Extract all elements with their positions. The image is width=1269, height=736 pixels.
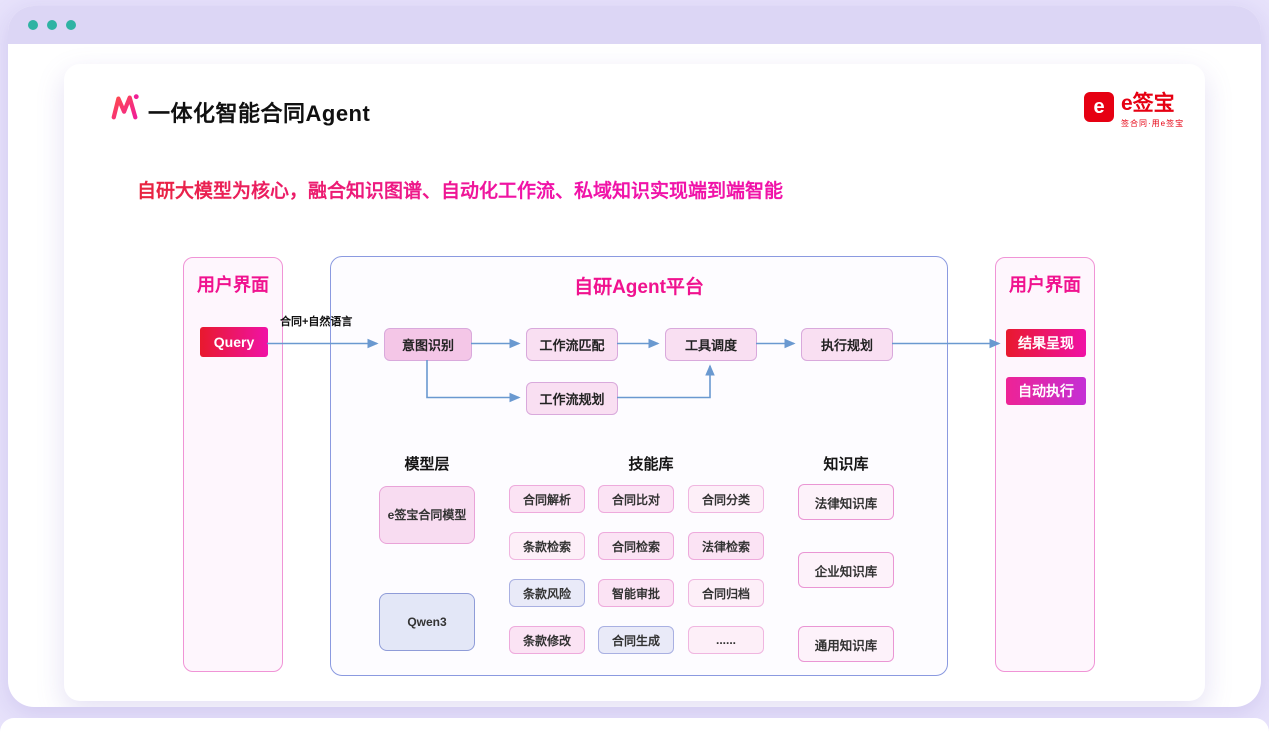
agent-platform-panel: 自研Agent平台 意图识别 工作流匹配 工具调度 执行规划 工作流规划 模型层… [330, 256, 948, 676]
brand-tagline: 签合同·用e签宝 [1121, 119, 1185, 129]
flow-node-intent-recognition: 意图识别 [384, 328, 472, 361]
skill-node: 条款风险 [509, 579, 585, 607]
model-node-esign-contract-model: e签宝合同模型 [379, 486, 475, 544]
flow-node-workflow-match: 工作流匹配 [526, 328, 618, 361]
right-user-interface-panel: 用户界面 结果呈现 自动执行 [995, 257, 1095, 672]
esign-logo-icon: e [1084, 92, 1114, 122]
skill-node: 条款修改 [509, 626, 585, 654]
section-title-model-layer: 模型层 [404, 456, 450, 473]
arrow-label-contract-natural-language: 合同+自然语言 [280, 316, 353, 328]
brand-name: e签宝 [1121, 92, 1175, 115]
background-card-edge [0, 718, 1269, 736]
result-node: 结果呈现 [1006, 329, 1086, 357]
knowledge-node-enterprise: 企业知识库 [798, 552, 894, 588]
skill-node: 合同检索 [598, 532, 674, 560]
slide-subtitle: 自研大模型为核心，融合知识图谱、自动化工作流、私域知识实现端到端智能 [137, 176, 783, 203]
skill-node: 合同生成 [598, 626, 674, 654]
section-title-skill-library: 技能库 [628, 456, 674, 473]
window-control-dot[interactable] [47, 20, 57, 30]
page-title: 一体化智能合同Agent [148, 101, 371, 126]
auto-execute-node: 自动执行 [1006, 377, 1086, 405]
skill-node: 条款检索 [509, 532, 585, 560]
skill-node: 合同解析 [509, 485, 585, 513]
flow-node-workflow-plan: 工作流规划 [526, 382, 618, 415]
right-panel-title: 用户界面 [1009, 275, 1081, 295]
knowledge-node-legal: 法律知识库 [798, 484, 894, 520]
left-user-interface-panel: 用户界面 Query [183, 257, 283, 672]
skill-node: ...... [688, 626, 764, 654]
flow-node-execution-plan: 执行规划 [801, 328, 893, 361]
flow-node-tool-dispatch: 工具调度 [665, 328, 757, 361]
section-title-knowledge-library: 知识库 [823, 456, 869, 473]
left-panel-title: 用户界面 [197, 275, 269, 295]
window-titlebar [8, 6, 1261, 44]
skill-node: 合同归档 [688, 579, 764, 607]
skill-node: 合同分类 [688, 485, 764, 513]
window-control-dot[interactable] [28, 20, 38, 30]
model-node-qwen3: Qwen3 [379, 593, 475, 651]
esign-brand: e e签宝 签合同·用e签宝 [1084, 92, 1184, 129]
app-window: 一体化智能合同Agent e e签宝 签合同·用e签宝 自研大模型为核心，融合知… [8, 6, 1261, 707]
slide-card: 一体化智能合同Agent e e签宝 签合同·用e签宝 自研大模型为核心，融合知… [64, 64, 1205, 701]
knowledge-node-general: 通用知识库 [798, 626, 894, 662]
query-node: Query [200, 327, 268, 357]
skill-node: 智能审批 [598, 579, 674, 607]
skill-node: 合同比对 [598, 485, 674, 513]
window-control-dot[interactable] [66, 20, 76, 30]
platform-title: 自研Agent平台 [574, 277, 704, 298]
skill-node: 法律检索 [688, 532, 764, 560]
ai-logo-icon [111, 94, 139, 120]
